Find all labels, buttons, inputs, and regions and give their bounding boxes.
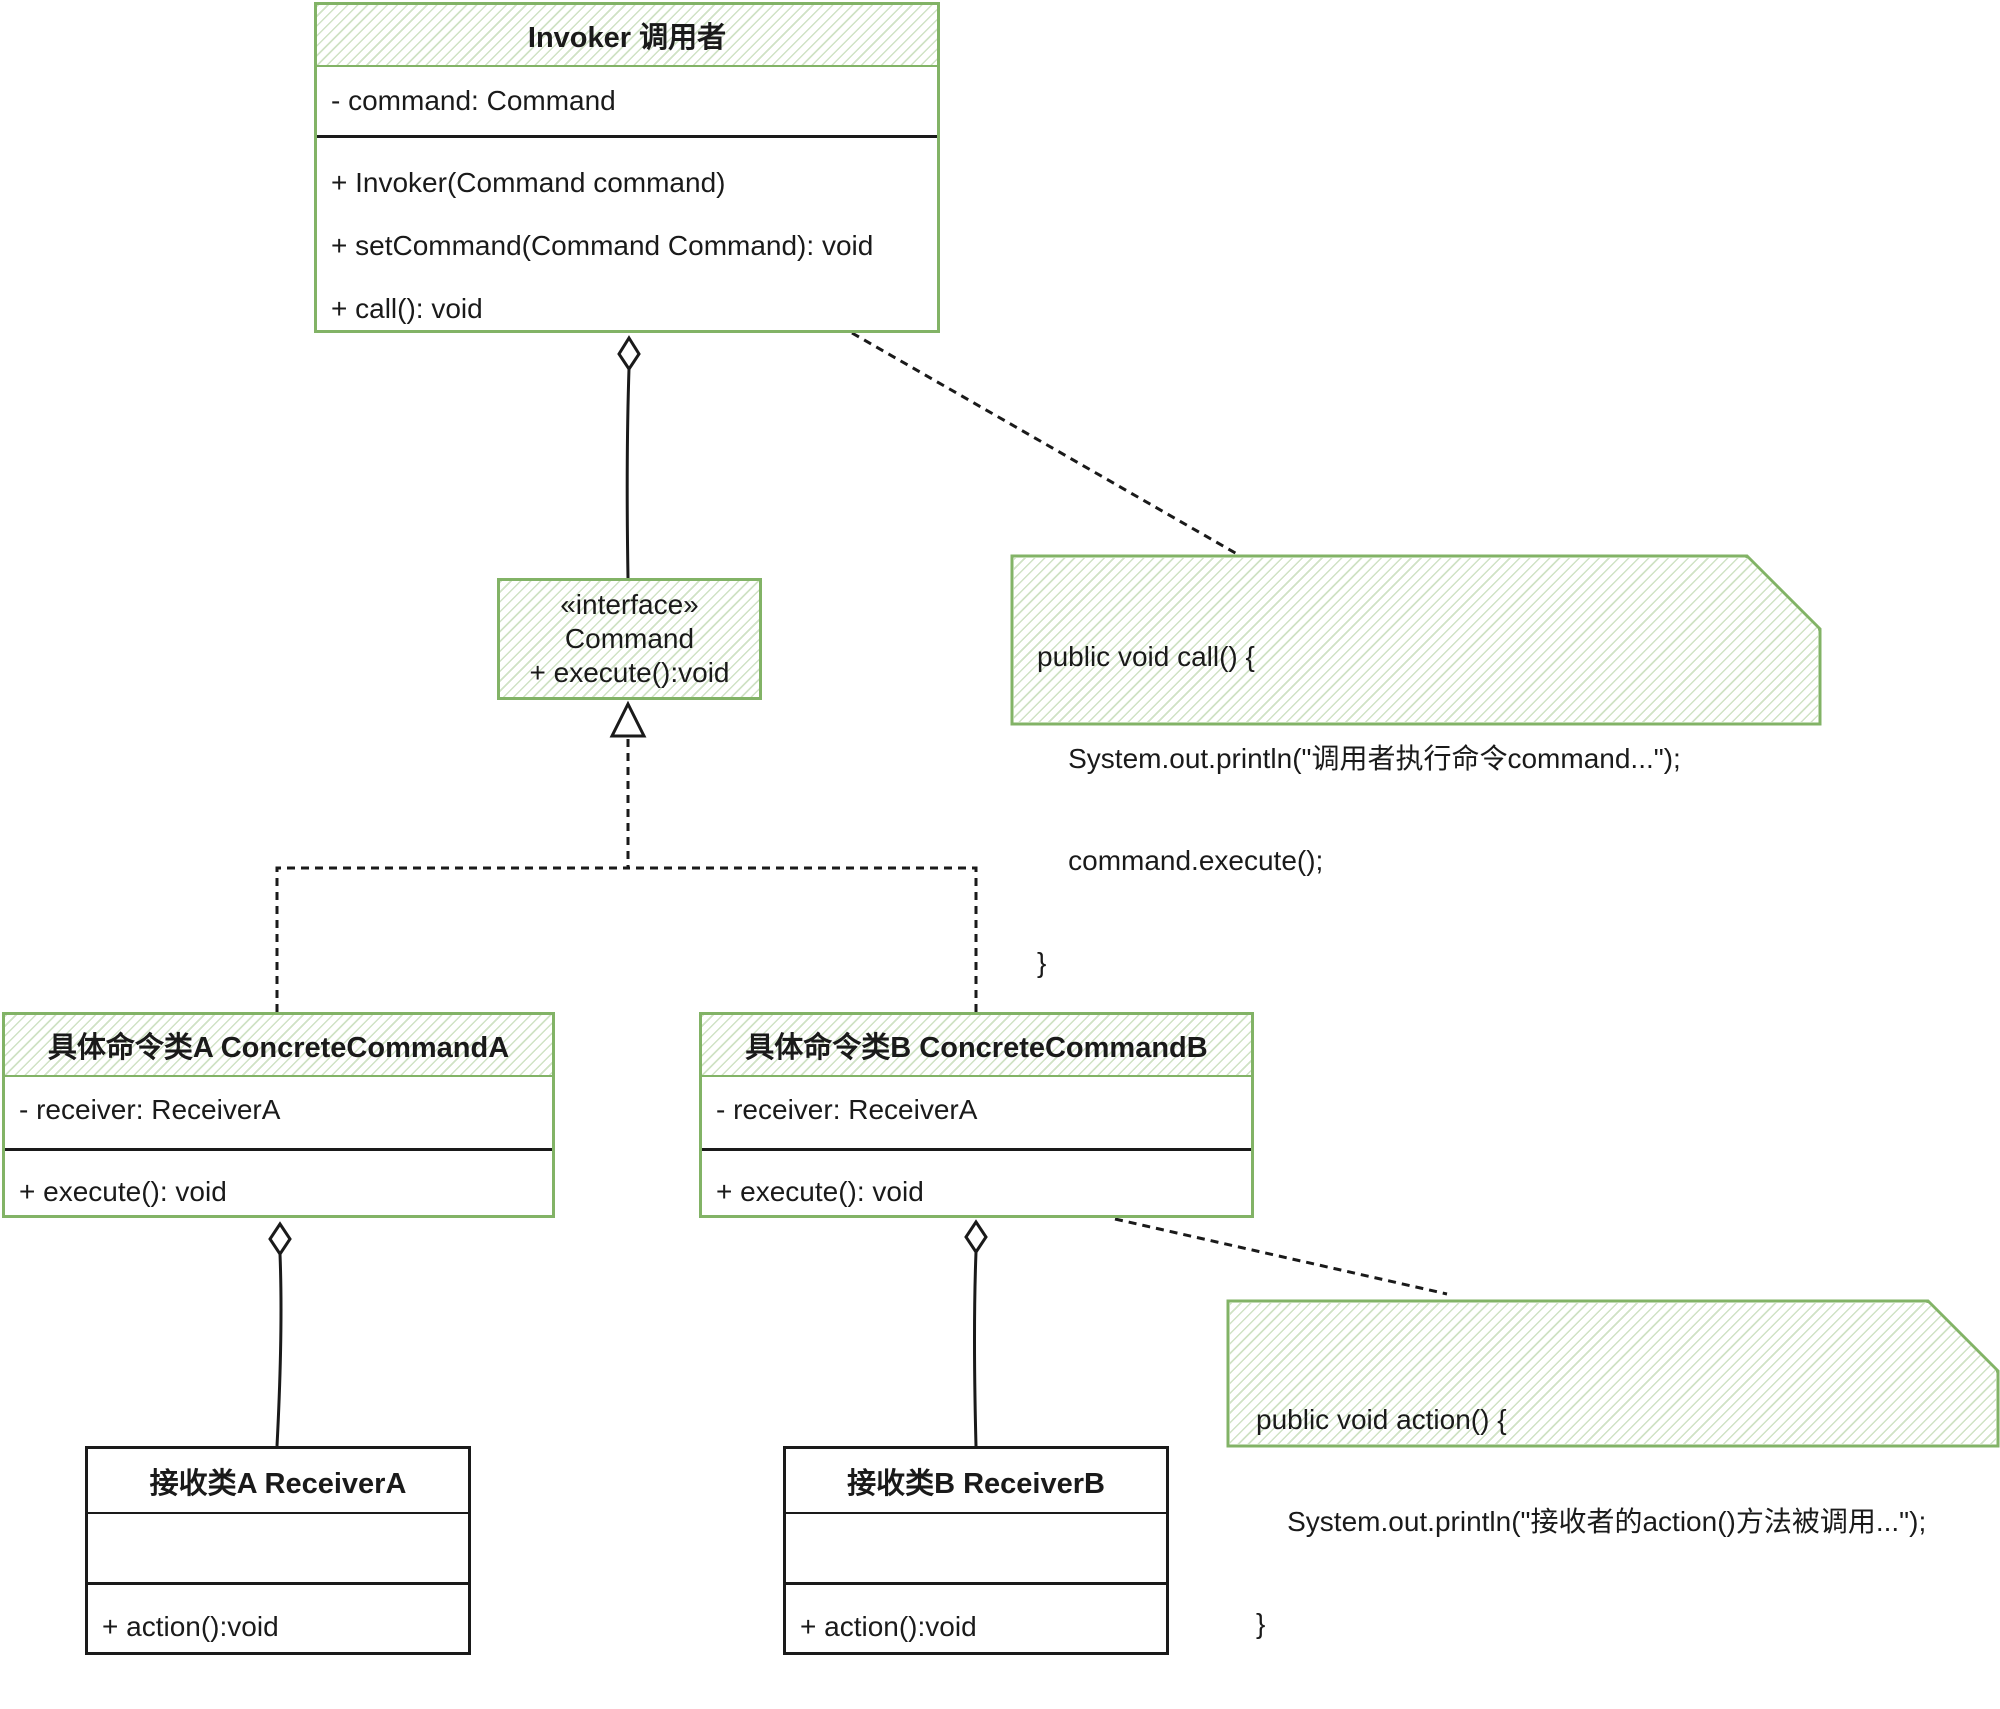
invoker-class-title: Invoker 调用者 <box>317 5 937 67</box>
invoker-aggregation-diamond <box>617 335 641 372</box>
concrete-a-receiver-aggregation-line <box>275 1253 283 1447</box>
receiver-a-divider <box>88 1582 468 1585</box>
concrete-command-a-divider <box>5 1148 552 1151</box>
note-call-hatch <box>1014 558 1818 722</box>
note-call-line-3: command.execute(); <box>1037 845 1324 876</box>
note-action-hatch <box>1230 1303 1996 1444</box>
note-call-text: public void call() { System.out.println(… <box>1037 572 1681 1048</box>
invoker-note-dashed-link <box>851 331 1259 568</box>
command-interface-name: Command <box>564 623 695 654</box>
command-interface-stereotype: «interface» <box>560 589 699 620</box>
note-action-line-1: public void action() { <box>1256 1404 1507 1435</box>
invoker-method-call: + call(): void <box>331 293 483 324</box>
concrete-command-b-class[interactable]: 具体命令类B ConcreteCommandB - receiver: Rece… <box>699 1012 1254 1218</box>
concrete-command-b-field: - receiver: ReceiverA <box>716 1094 978 1125</box>
uml-command-pattern-diagram: Invoker 调用者 - command: Command + Invoker… <box>2 2 2000 1655</box>
concrete-b-note-dashed-link <box>1114 1217 1448 1296</box>
invoker-class[interactable]: Invoker 调用者 - command: Command + Invoker… <box>314 2 940 333</box>
note-call-line-1: public void call() { <box>1037 641 1255 672</box>
concrete-command-b-divider <box>702 1148 1251 1151</box>
note-action-line-3: } <box>1256 1608 1266 1639</box>
note-action-line-2: System.out.println("接收者的action()方法被调用...… <box>1256 1506 1927 1537</box>
receiver-b-title: 接收类B ReceiverB <box>786 1449 1166 1514</box>
concrete-command-b-title: 具体命令类B ConcreteCommandB <box>702 1015 1251 1077</box>
concrete-command-a-class[interactable]: 具体命令类A ConcreteCommandA - receiver: Rece… <box>2 1012 555 1218</box>
concrete-b-aggregation-diamond <box>964 1219 988 1255</box>
receiver-a-title: 接收类A ReceiverA <box>88 1449 468 1514</box>
note-action-text: public void action() { System.out.printl… <box>1256 1335 1926 1709</box>
receiver-a-class[interactable]: 接收类A ReceiverA + action():void <box>85 1446 471 1655</box>
concrete-command-a-method: + execute(): void <box>19 1176 227 1207</box>
concrete-b-receiver-aggregation-line <box>973 1251 978 1447</box>
command-interface[interactable]: «interface» Command + execute():void <box>497 578 762 700</box>
invoker-divider <box>317 135 937 138</box>
realization-line-b <box>628 866 978 1012</box>
realization-triangle <box>609 700 647 738</box>
note-call-line-4: } <box>1037 947 1047 978</box>
note-call-line-2: System.out.println("调用者执行命令command..."); <box>1037 743 1681 774</box>
invoker-field-command: - command: Command <box>331 85 616 116</box>
command-interface-method: + execute():void <box>529 657 730 688</box>
concrete-a-aggregation-diamond <box>268 1221 292 1257</box>
invoker-method-setcommand: + setCommand(Command Command): void <box>331 230 874 261</box>
concrete-command-b-method: + execute(): void <box>716 1176 924 1207</box>
receiver-b-method: + action():void <box>800 1611 977 1642</box>
receiver-b-class[interactable]: 接收类B ReceiverB + action():void <box>783 1446 1169 1655</box>
receiver-b-divider <box>786 1582 1166 1585</box>
concrete-command-a-title: 具体命令类A ConcreteCommandA <box>5 1015 552 1077</box>
invoker-method-constructor: + Invoker(Command command) <box>331 167 726 198</box>
receiver-a-method: + action():void <box>102 1611 279 1642</box>
invoker-command-aggregation-line <box>625 368 631 579</box>
realization-line-a <box>275 738 630 1012</box>
concrete-command-a-field: - receiver: ReceiverA <box>19 1094 281 1125</box>
